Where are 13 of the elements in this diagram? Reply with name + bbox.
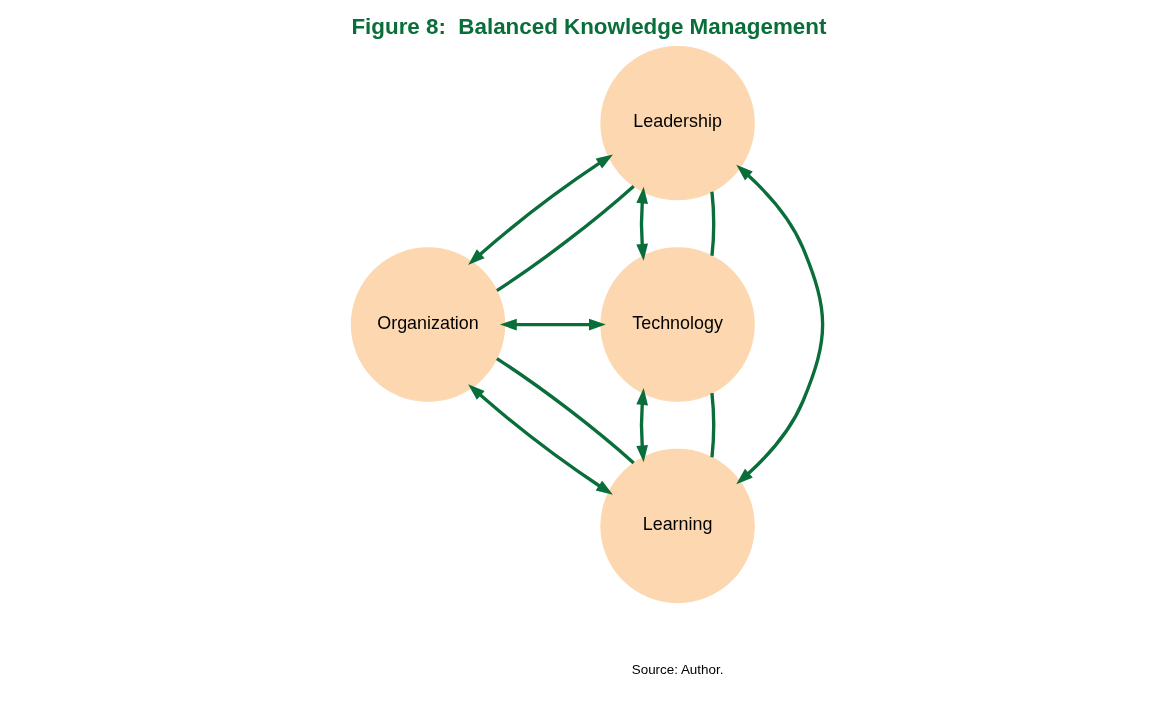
- arrow: [635, 388, 648, 463]
- connector: [495, 184, 635, 292]
- arrow: [467, 154, 613, 265]
- arrow: [635, 186, 648, 261]
- node-circle: Technology: [599, 247, 755, 402]
- connector: [495, 357, 635, 465]
- connector: [709, 392, 715, 458]
- arrow: [735, 164, 824, 485]
- arrow: [499, 318, 606, 331]
- connector: [709, 191, 715, 256]
- arrow: [467, 384, 613, 495]
- diagram-title: Figure 8: Balanced Knowledge Management: [350, 14, 826, 40]
- caption: Source: Author.: [631, 662, 723, 678]
